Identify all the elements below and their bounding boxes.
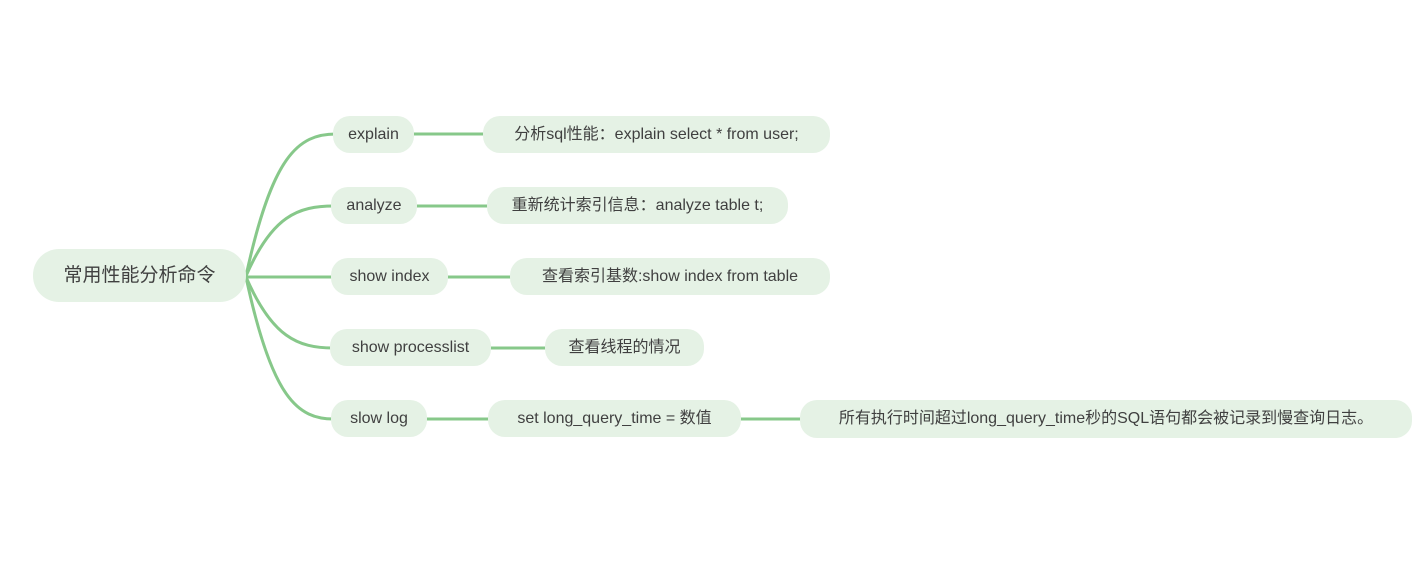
connector-root-show-processlist xyxy=(244,275,335,350)
topic-node-analyze[interactable]: analyze xyxy=(331,187,417,224)
root-node[interactable]: 常用性能分析命令 xyxy=(33,249,246,302)
detail-node-show-processlist[interactable]: 查看线程的情况 xyxy=(545,329,704,366)
topic-node-explain[interactable]: explain xyxy=(333,116,414,153)
topic-node-show-index[interactable]: show index xyxy=(331,258,448,295)
note-node-slow-log[interactable]: 所有执行时间超过long_query_time秒的SQL语句都会被记录到慢查询日… xyxy=(800,400,1412,438)
detail-node-analyze[interactable]: 重新统计索引信息：analyze table t; xyxy=(487,187,788,224)
connector-root-slow-log xyxy=(244,275,336,421)
connector-root-analyze xyxy=(244,204,336,278)
detail-node-slow-log[interactable]: set long_query_time = 数值 xyxy=(488,400,741,437)
topic-node-show-processlist[interactable]: show processlist xyxy=(330,329,491,366)
detail-node-explain[interactable]: 分析sql性能：explain select * from user; xyxy=(483,116,830,153)
connector-root-explain xyxy=(244,132,338,278)
detail-node-show-index[interactable]: 查看索引基数:show index from table xyxy=(510,258,830,295)
topic-node-slow-log[interactable]: slow log xyxy=(331,400,427,437)
